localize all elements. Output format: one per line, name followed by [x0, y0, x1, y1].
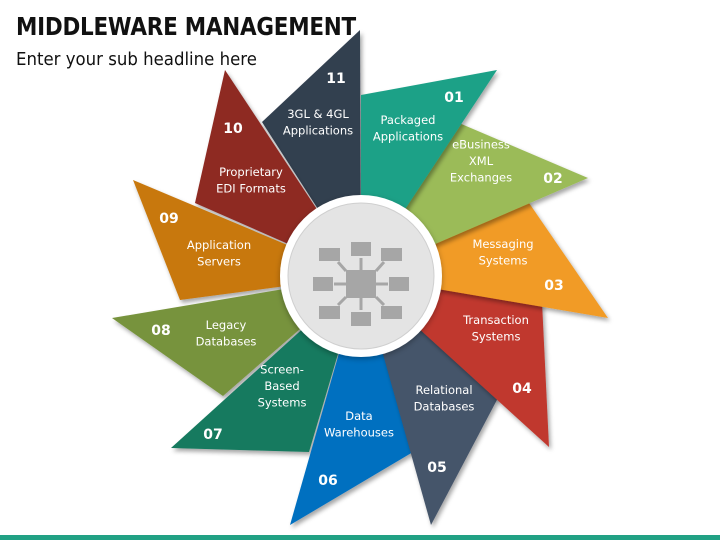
- blade-number-03: 03: [544, 278, 563, 294]
- blade-number-08: 08: [151, 323, 170, 339]
- blade-number-07: 07: [203, 427, 222, 443]
- page-subtitle: Enter your sub headline here: [16, 49, 257, 70]
- center-hub: [280, 195, 442, 357]
- blade-06: [290, 276, 413, 525]
- blade-number-09: 09: [159, 211, 178, 227]
- blade-shape: [290, 276, 413, 525]
- footer-bar: [0, 535, 720, 540]
- blade-shape: [361, 200, 608, 318]
- blade-number-05: 05: [427, 460, 446, 476]
- blade-number-02: 02: [543, 171, 562, 187]
- page-title: MIDDLEWARE MANAGEMENT: [16, 12, 356, 41]
- blade-number-01: 01: [444, 90, 463, 106]
- blade-number-06: 06: [318, 473, 337, 489]
- blade-number-11: 11: [326, 71, 345, 87]
- network-hub-icon: [313, 242, 409, 326]
- blade-03: [361, 200, 608, 318]
- blade-number-04: 04: [512, 381, 532, 397]
- blade-number-10: 10: [223, 121, 243, 137]
